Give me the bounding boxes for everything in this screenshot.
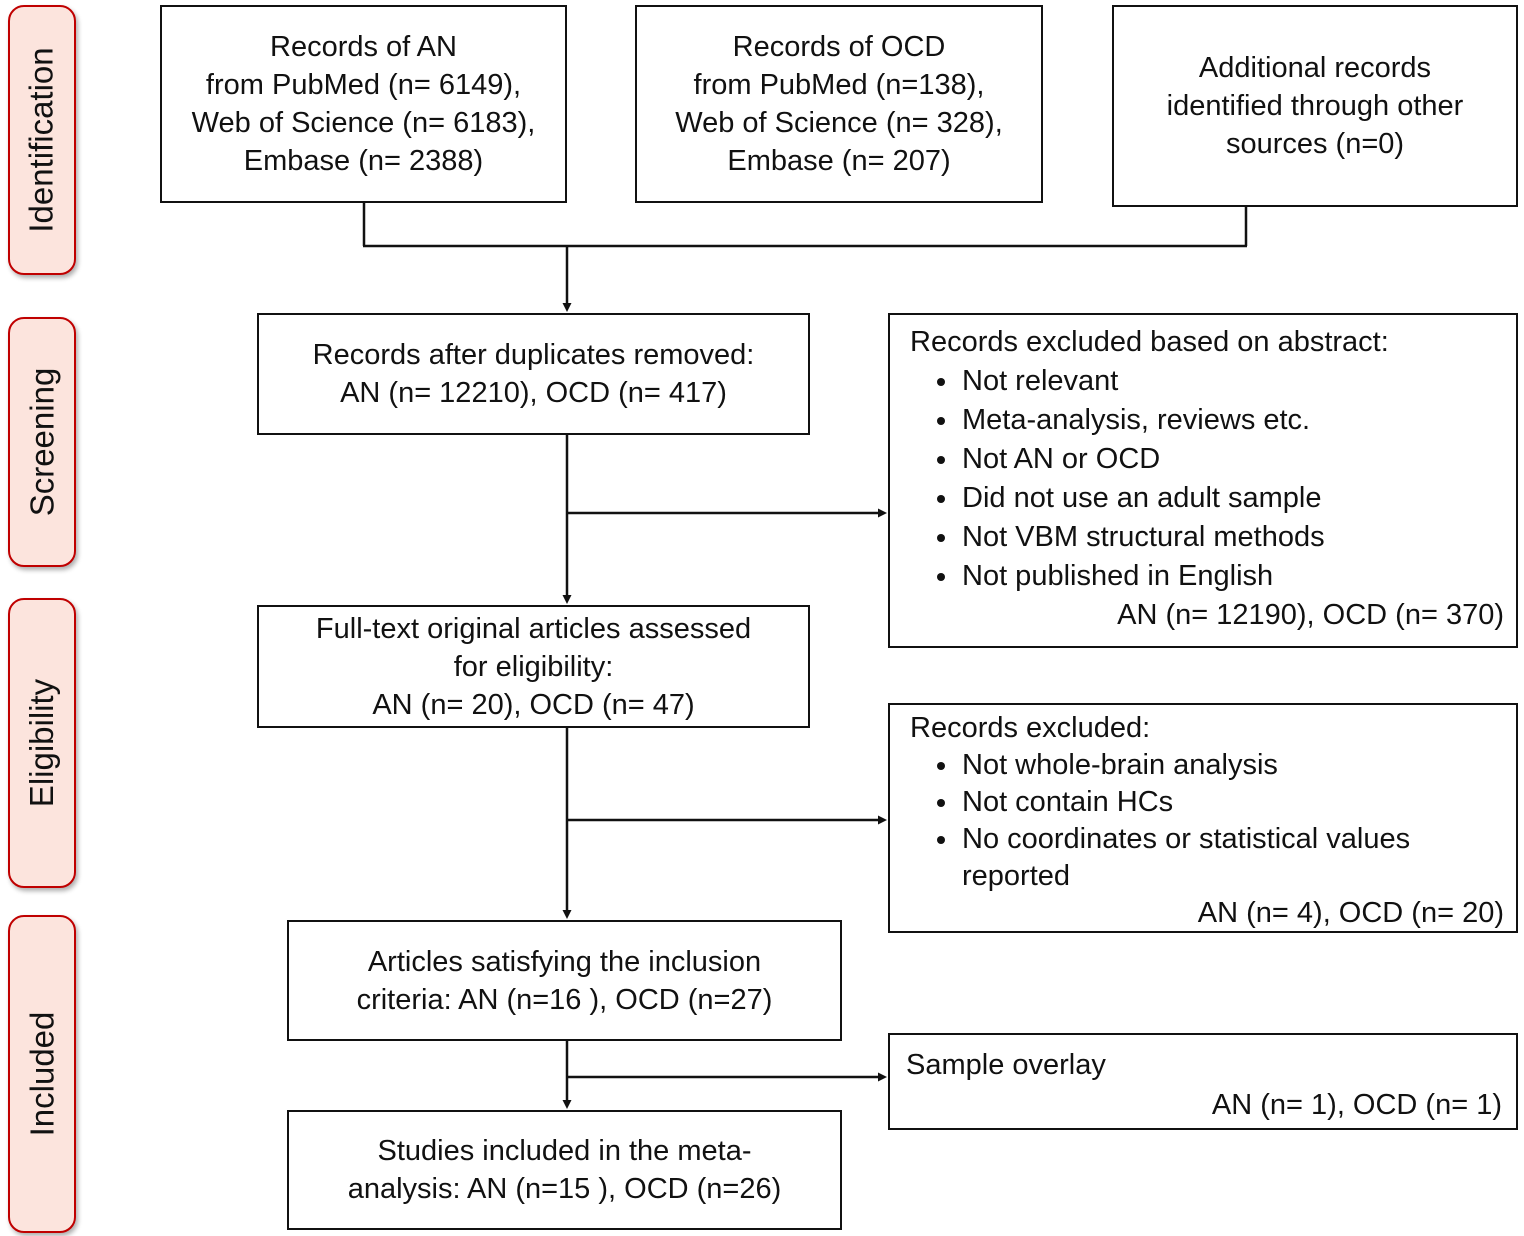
- duplicates-removed-line: Records after duplicates removed:: [312, 339, 755, 371]
- stage-eligibility: Eligibility: [8, 598, 76, 888]
- excluded-fulltext-reasons: Not whole-brain analysis Not contain HCs…: [902, 747, 1508, 895]
- records-ocd-box: Records of OCD from PubMed (n=138), Web …: [635, 5, 1043, 203]
- exclusion-reason: Not AN or OCD: [960, 440, 1508, 479]
- stage-eligibility-label: Eligibility: [23, 678, 60, 808]
- included-meta-box: Studies included in the meta- analysis: …: [287, 1110, 842, 1230]
- stage-screening: Screening: [8, 317, 76, 567]
- full-text-line: Full-text original articles assessed: [315, 612, 752, 645]
- records-an-line: Records of AN: [270, 31, 457, 63]
- included-meta-line: Studies included in the meta-: [377, 1135, 752, 1167]
- included-meta-line: analysis: AN (n=15 ), OCD (n=26): [347, 1173, 782, 1205]
- exclusion-reason: No coordinates or statistical values rep…: [960, 821, 1508, 895]
- stage-included: Included: [8, 915, 76, 1233]
- additional-records-box: Additional records identified through ot…: [1112, 5, 1518, 207]
- sample-overlay-box: Sample overlay AN (n= 1), OCD (n= 1): [888, 1033, 1518, 1130]
- records-an-line: Web of Science (n= 6183),: [191, 107, 536, 139]
- excluded-abstract-title: Records excluded based on abstract:: [910, 326, 1389, 358]
- exclusion-reason: Not published in English: [960, 557, 1508, 596]
- full-text-line: for eligibility:: [453, 650, 614, 683]
- excluded-fulltext-counts: AN (n= 4), OCD (n= 20): [1197, 897, 1504, 929]
- inclusion-criteria-box: Articles satisfying the inclusion criter…: [287, 920, 842, 1041]
- duplicates-removed-line: AN (n= 12210), OCD (n= 417): [340, 377, 727, 409]
- sample-overlay-counts: AN (n= 1), OCD (n= 1): [1211, 1089, 1502, 1121]
- sample-overlay-title: Sample overlay: [906, 1049, 1106, 1081]
- exclusion-reason: Not VBM structural methods: [960, 518, 1508, 557]
- additional-records-line: Additional records: [1198, 52, 1432, 84]
- duplicates-removed-box: Records after duplicates removed: AN (n=…: [257, 313, 810, 435]
- additional-records-line: sources (n=0): [1225, 128, 1405, 160]
- stage-identification-label: Identification: [23, 47, 61, 233]
- stage-included-label: Included: [23, 1011, 61, 1137]
- stage-screening-label: Screening: [23, 367, 61, 517]
- exclusion-reason: Meta-analysis, reviews etc.: [960, 401, 1508, 440]
- inclusion-criteria-line: Articles satisfying the inclusion: [367, 945, 762, 978]
- exclusion-reason: Not whole-brain analysis: [960, 747, 1508, 784]
- exclusion-reason: Not contain HCs: [960, 784, 1508, 821]
- inclusion-criteria-line: criteria: AN (n=16 ), OCD (n=27): [356, 983, 773, 1016]
- excluded-abstract-box: Records excluded based on abstract: Not …: [888, 313, 1518, 648]
- records-an-line: from PubMed (n= 6149),: [205, 69, 522, 101]
- records-ocd-line: Web of Science (n= 328),: [675, 107, 1003, 139]
- additional-records-line: identified through other: [1166, 90, 1464, 122]
- excluded-fulltext-box: Records excluded: Not whole-brain analys…: [888, 703, 1518, 933]
- records-ocd-line: Embase (n= 207): [727, 145, 951, 177]
- exclusion-reason: Not relevant: [960, 362, 1508, 401]
- records-an-box: Records of AN from PubMed (n= 6149), Web…: [160, 5, 567, 203]
- exclusion-reason: Did not use an adult sample: [960, 479, 1508, 518]
- full-text-box: Full-text original articles assessed for…: [257, 605, 810, 728]
- excluded-fulltext-title: Records excluded:: [910, 712, 1151, 744]
- full-text-line: AN (n= 20), OCD (n= 47): [372, 688, 695, 721]
- excluded-abstract-reasons: Not relevant Meta-analysis, reviews etc.…: [902, 362, 1508, 596]
- excluded-abstract-counts: AN (n= 12190), OCD (n= 370): [1117, 599, 1504, 631]
- records-an-line: Embase (n= 2388): [243, 145, 484, 177]
- records-ocd-line: from PubMed (n=138),: [693, 69, 985, 101]
- stage-identification: Identification: [8, 5, 76, 275]
- records-ocd-line: Records of OCD: [732, 31, 946, 63]
